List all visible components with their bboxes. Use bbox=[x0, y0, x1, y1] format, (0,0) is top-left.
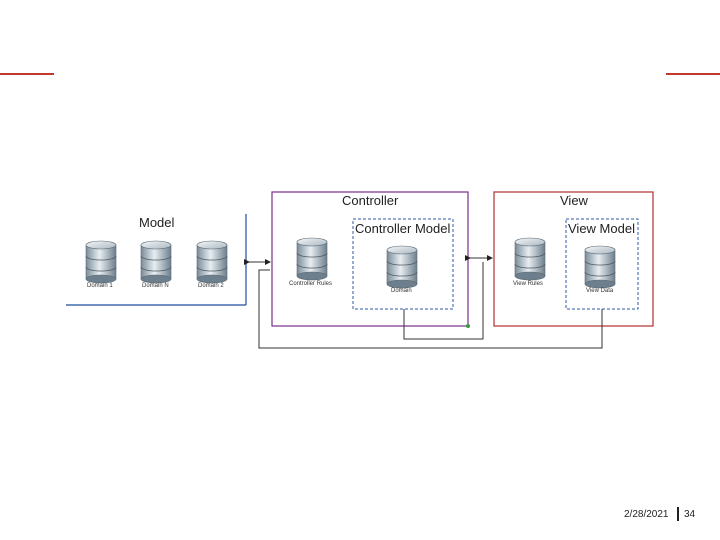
controller-model-frame bbox=[352, 218, 454, 310]
domain-1-database-icon bbox=[85, 240, 117, 284]
domain-2-label: Domain 2 bbox=[198, 283, 224, 289]
controller-title: Controller bbox=[342, 193, 399, 208]
view-rules-database-icon bbox=[514, 237, 546, 281]
footer-date: 2/28/2021 bbox=[624, 509, 669, 520]
view-data-database-icon bbox=[584, 245, 616, 289]
domain-n-label: Domain N bbox=[142, 283, 169, 289]
controller-model-title: Controller Model bbox=[355, 221, 451, 236]
domain-label: Domain bbox=[391, 288, 412, 294]
model-title: Model bbox=[139, 215, 175, 230]
page-number: 34 bbox=[684, 509, 696, 520]
view-frame bbox=[493, 191, 654, 327]
domain-1-label: Domain 1 bbox=[87, 283, 113, 289]
view-data-label: View Data bbox=[586, 288, 614, 294]
top-left-accent-line bbox=[0, 73, 54, 75]
view-title: View bbox=[560, 193, 588, 208]
controller-rules-database-icon bbox=[296, 237, 328, 281]
controller-rules-label: Controller Rules bbox=[289, 281, 333, 287]
top-right-accent-line bbox=[666, 73, 720, 75]
view-rules-label: View Rules bbox=[513, 281, 543, 287]
footer-separator bbox=[677, 507, 679, 521]
domain-n-database-icon bbox=[140, 240, 172, 284]
domain-2-database-icon bbox=[196, 240, 228, 284]
connector-lines bbox=[244, 255, 603, 349]
domain-database-icon bbox=[386, 245, 418, 289]
view-model-title: View Model bbox=[568, 221, 635, 236]
junction-dot bbox=[466, 324, 470, 328]
